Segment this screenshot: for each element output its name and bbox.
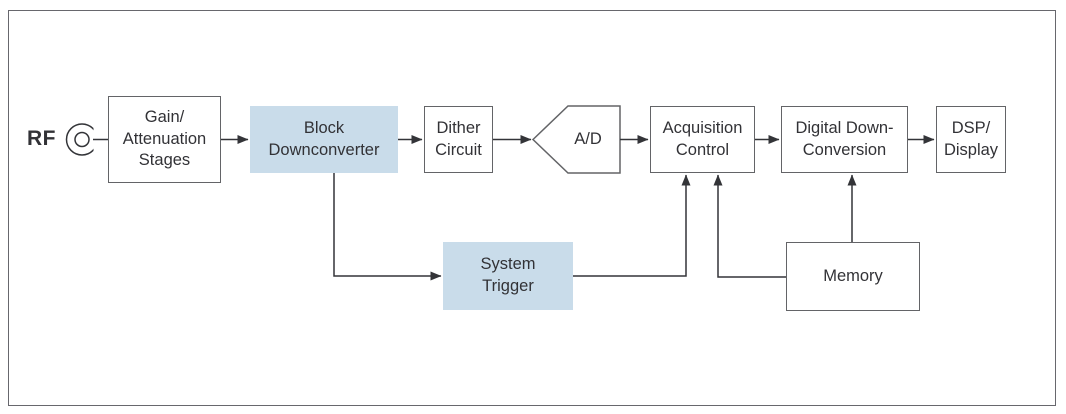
wire-downconverter-to-trigger xyxy=(333,173,442,281)
block-dsp-display: DSP/ Display xyxy=(936,106,1006,173)
block-memory: Memory xyxy=(786,242,920,311)
wire-trigger-to-acquisition xyxy=(573,174,691,277)
block-downconverter: Block Downconverter xyxy=(250,106,398,173)
diagram-frame xyxy=(8,10,1056,406)
rf-input-label: RF xyxy=(27,127,56,150)
block-acquisition-control: Acquisition Control xyxy=(650,106,755,173)
block-dither-circuit: Dither Circuit xyxy=(424,106,493,173)
block-gain-attenuation-stages: Gain/ Attenuation Stages xyxy=(108,96,221,183)
rf-connector-icon xyxy=(65,123,108,156)
block-ad-converter-label: A/D xyxy=(574,129,602,148)
block-digital-down-conversion: Digital Down- Conversion xyxy=(781,106,908,173)
block-system-trigger: System Trigger xyxy=(443,242,573,310)
wire-memory-to-acquisition xyxy=(713,174,786,278)
